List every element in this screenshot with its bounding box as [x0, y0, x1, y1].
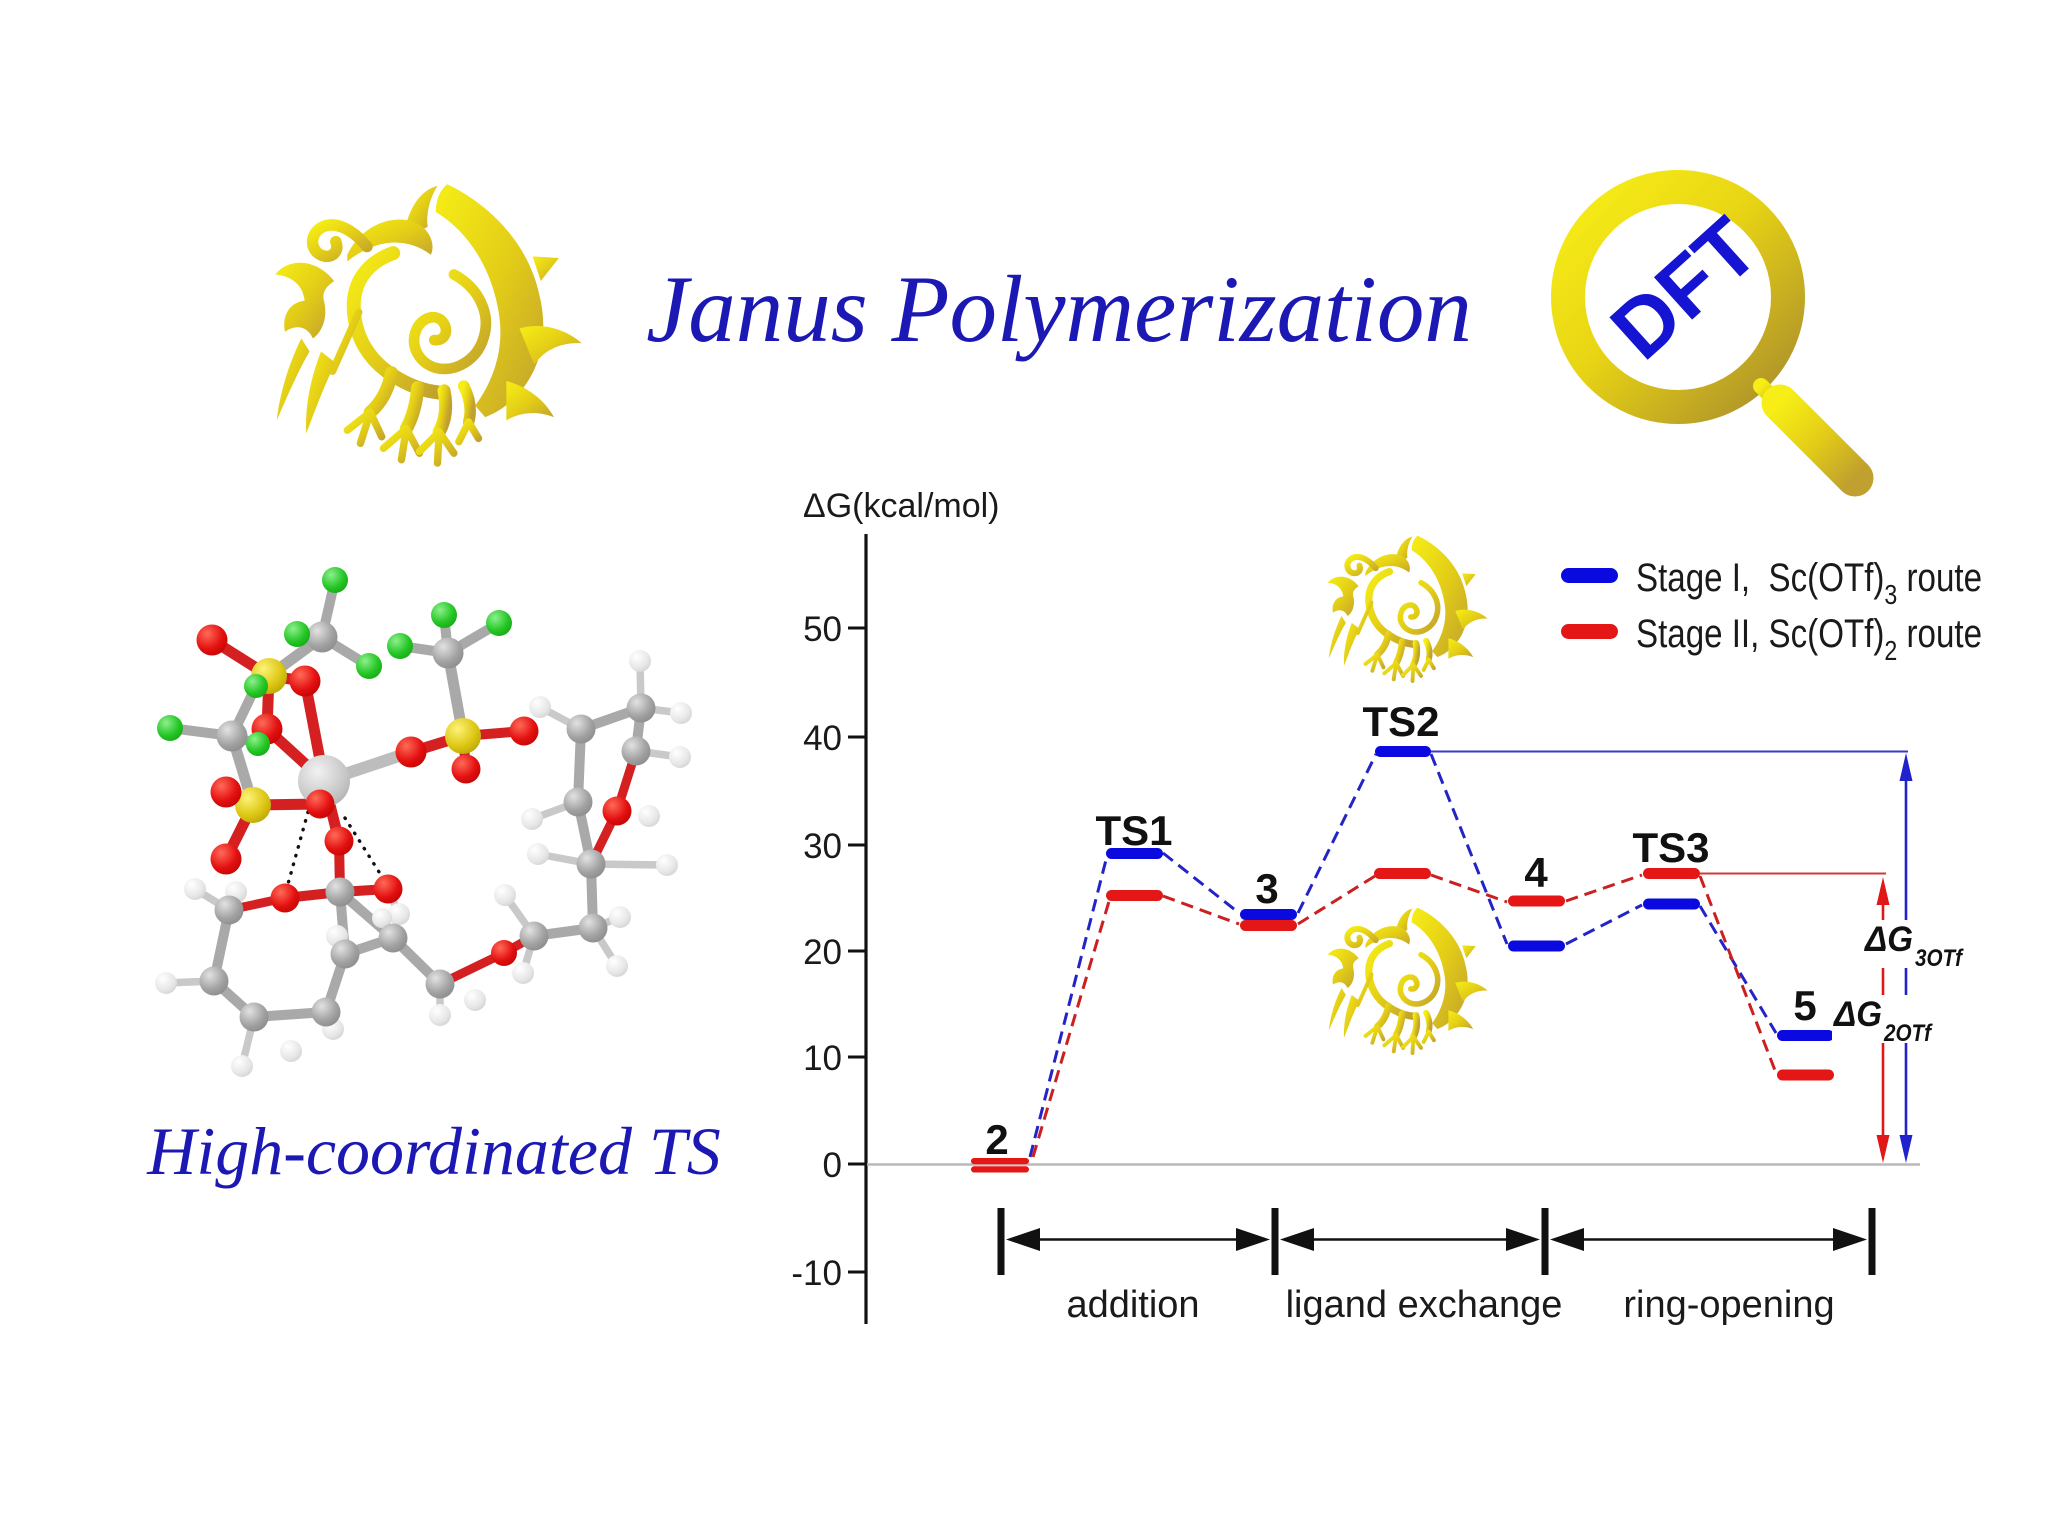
svg-text:Janus Polymerization: Janus Polymerization: [646, 256, 1472, 362]
svg-text:ΔG(kcal/mol): ΔG(kcal/mol): [803, 487, 1000, 525]
svg-text:50: 50: [803, 610, 842, 649]
svg-text:20: 20: [803, 933, 842, 972]
svg-text:2: 2: [985, 1116, 1008, 1163]
svg-text:2OTf: 2OTf: [1883, 1020, 1933, 1047]
svg-text:TS2: TS2: [1362, 698, 1439, 745]
svg-text:3OTf: 3OTf: [1915, 945, 1964, 972]
svg-text:30: 30: [803, 827, 842, 866]
svg-text:TS3: TS3: [1632, 824, 1709, 871]
svg-text:High-coordinated TS: High-coordinated TS: [146, 1113, 721, 1189]
svg-text:3: 3: [1255, 865, 1278, 912]
svg-text:addition: addition: [1066, 1284, 1199, 1326]
svg-text:TS1: TS1: [1095, 807, 1172, 854]
svg-text:ΔG: ΔG: [1832, 995, 1882, 1034]
svg-text:5: 5: [1793, 982, 1816, 1029]
svg-text:ring-opening: ring-opening: [1623, 1284, 1834, 1326]
svg-text:ΔG: ΔG: [1863, 920, 1913, 959]
svg-text:ligand exchange: ligand exchange: [1286, 1284, 1563, 1326]
svg-text:-10: -10: [791, 1254, 842, 1293]
svg-text:0: 0: [823, 1146, 842, 1185]
svg-text:40: 40: [803, 719, 842, 758]
svg-text:4: 4: [1524, 849, 1548, 896]
svg-text:10: 10: [803, 1039, 842, 1078]
